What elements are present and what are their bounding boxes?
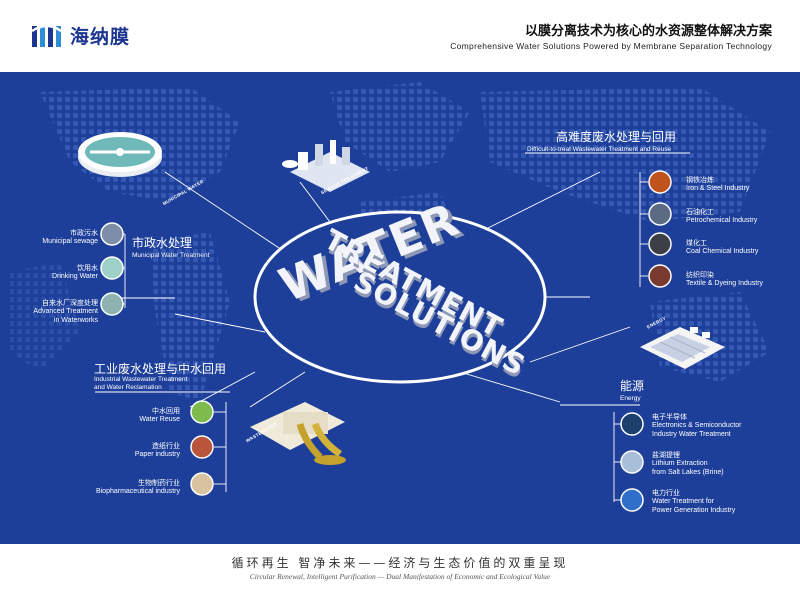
item-municipal-sewage-en: Municipal sewage (42, 238, 98, 245)
item-electronics-cn[interactable]: 电子半导体 (652, 413, 687, 421)
item-advanced-treatment-en2: in Waterworks (53, 317, 98, 324)
item-water-reuse-en: Water Reuse (139, 416, 180, 423)
item-textile-en: Textile & Dyeing Industry (686, 280, 764, 287)
item-paper-cn[interactable]: 造纸行业 (152, 442, 180, 450)
sewage-plant-icon (282, 140, 370, 192)
section-energy-subtitle: Energy (620, 395, 641, 402)
item-advanced-treatment-cn[interactable]: 自来水厂深度处理 (42, 299, 98, 307)
item-advanced-treatment-en1: Advanced Treatment (33, 308, 98, 315)
item-electronics-en1: Electronics & Semiconductor (652, 422, 742, 429)
item-water-reuse-cn[interactable]: 中水回用 (152, 407, 180, 415)
item-electronics-en2: Industry Water Treatment (652, 431, 731, 438)
brand-name: 海纳膜 (70, 26, 131, 48)
item-drinking-water-en: Drinking Water (51, 273, 98, 280)
slogan-cn: 以膜分离技术为核心的水资源整体解决方案 (524, 24, 772, 39)
item-municipal-sewage-cn[interactable]: 市政污水 (70, 229, 98, 237)
item-petro-cn[interactable]: 石油化工 (686, 208, 714, 216)
item-power-en1: Water Treatment for (652, 498, 714, 505)
section-industrial-title[interactable]: 工业废水处理与中水回用 (94, 362, 227, 376)
section-difficult-title[interactable]: 高难度废水处理与回用 (556, 130, 677, 144)
clarifier-tank-icon (78, 132, 162, 177)
section-industrial-subtitle-1: Industrial Wastewater Treatment (94, 376, 188, 383)
center-title: WATER TREATMENT SOLUTIONS (255, 192, 545, 387)
section-municipal-subtitle: Municipal Water Treatment (132, 252, 210, 259)
item-biopharma-en: Biopharmaceutical industry (95, 488, 180, 495)
item-petro-en: Petrochemical Industry (686, 217, 758, 224)
item-lithium-en1: Lithium Extraction (652, 460, 708, 467)
energy-panel-icon (640, 327, 725, 369)
item-textile-cn[interactable]: 纺织印染 (686, 271, 714, 279)
item-lithium-en2: from Salt Lakes (Brine) (652, 469, 724, 476)
thumbnails (100, 170, 672, 512)
logo-mark-icon (31, 24, 62, 47)
item-lithium-cn[interactable]: 盐湖提锂 (652, 451, 680, 459)
item-power-cn[interactable]: 电力行业 (652, 489, 680, 497)
slogan-en: Comprehensive Water Solutions Powered by… (450, 41, 772, 51)
item-steel-cn[interactable]: 钢铁冶炼 (686, 176, 714, 184)
footer-slogan-cn: 循环再生 智净未来——经济与生态价值的双重呈现 (231, 556, 569, 570)
item-steel-en: Iron & Steel Industry (686, 185, 750, 192)
section-municipal-title[interactable]: 市政水处理 (132, 236, 193, 250)
world-map-background (10, 82, 770, 512)
item-drinking-water-cn[interactable]: 饮用水 (77, 264, 98, 272)
brand-logo[interactable]: 海纳膜 (30, 22, 130, 49)
footer-slogan-en: Circular Renewal, Intelligent Purificati… (249, 572, 551, 581)
section-industrial-subtitle-2: and Water Reclamation (94, 384, 162, 391)
section-difficult-subtitle: Difficult-to-treat Wastewater Treatment … (527, 146, 672, 153)
wastewater-pipes-icon (250, 402, 346, 465)
item-power-en2: Power Generation Industry (652, 507, 736, 514)
section-energy-title[interactable]: 能源 (620, 379, 645, 393)
header: 海纳膜 以膜分离技术为核心的水资源整体解决方案 Comprehensive Wa… (0, 0, 800, 72)
item-coal-en: Coal Chemical Industry (686, 248, 759, 255)
item-paper-en: Paper industry (134, 451, 180, 458)
item-biopharma-cn[interactable]: 生物制药行业 (138, 479, 180, 487)
item-coal-cn[interactable]: 煤化工 (686, 239, 707, 247)
main-panel: WATER TREATMENT SOLUTIONS MUNICIPAL WATE… (0, 72, 800, 544)
